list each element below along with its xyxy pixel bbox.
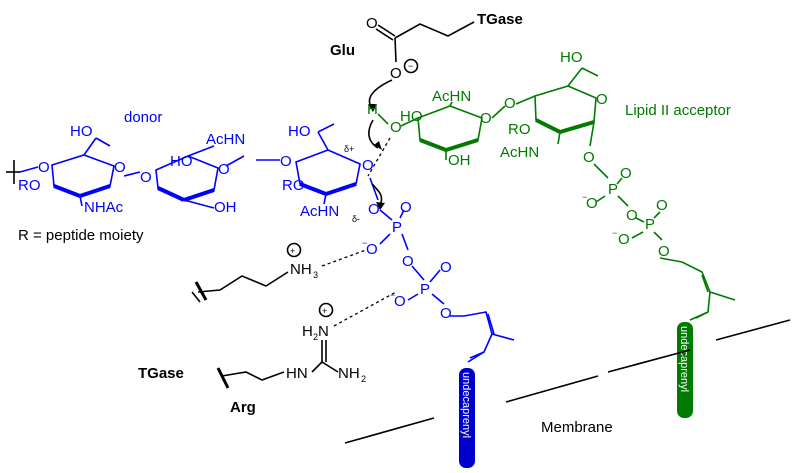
plus-charge-icon [286, 242, 302, 258]
arg-guanidinium: HN NH 2 H 2 N + TGase Arg [138, 291, 397, 416]
svg-text:+: + [322, 306, 327, 316]
acceptor-oh-ring1: OH [448, 152, 471, 169]
donor-glycosidic-o1: O [140, 169, 152, 186]
acceptor-ho-ring2: HO [560, 49, 583, 66]
donor-ro-ringA: RO [18, 177, 41, 194]
acceptor-p1-o-neg: O [586, 195, 598, 212]
svg-text:3: 3 [313, 270, 318, 280]
donor-ho-ringA: HO [70, 123, 93, 140]
acceptor-achn-bottom: AcHN [500, 144, 539, 161]
membrane-label: Membrane [541, 419, 613, 436]
membrane: Membrane [344, 319, 791, 444]
donor-ringC-o: O [362, 157, 374, 174]
plus-charge-icon [318, 302, 334, 318]
svg-text:+: + [290, 246, 295, 256]
acceptor-bridge-o: O [626, 207, 638, 224]
acceptor-achn-top: AcHN [432, 88, 471, 105]
glu-carbonyl-o: O [366, 15, 378, 32]
acceptor-prenyl-o: O [658, 243, 670, 260]
svg-text:−: − [362, 238, 367, 248]
donor-o-left: O [38, 159, 50, 176]
donor-bridge-o: O [402, 253, 414, 270]
donor-glycan: donor O O HO RO NHAc O O HO AcHN OH O [6, 109, 515, 363]
hydroxyl-h: H [367, 101, 378, 118]
lipid-ii-acceptor-label: Lipid II acceptor [625, 102, 731, 119]
glu-carboxylate: O O − TGase Glu [330, 11, 523, 112]
svg-text:−: − [390, 290, 395, 300]
ring1-oxygen: O [480, 110, 492, 127]
arg-hn: HN [286, 365, 308, 382]
svg-text:−: − [612, 228, 617, 238]
donor-ho-ringB: HO [170, 153, 193, 170]
acceptor-p1-oxo: O [620, 165, 632, 182]
delta-minus: δ- [352, 214, 360, 224]
tgase-label-bottom: TGase [138, 365, 184, 382]
acceptor-glycosidic-o: O [504, 95, 516, 112]
donor-p1: P [392, 219, 402, 236]
arg-nh2: NH [338, 365, 360, 382]
donor-p1-o-neg: O [366, 241, 378, 258]
minus-charge-icon [403, 58, 419, 74]
svg-text:−: − [582, 192, 587, 202]
donor-glycosidic-o2: O [280, 153, 292, 170]
donor-prenyl-o: O [440, 305, 452, 322]
svg-text:2: 2 [361, 374, 366, 384]
donor-nhac: NHAc [84, 199, 124, 216]
glu-label: Glu [330, 42, 355, 59]
acceptor-p2: P [645, 216, 655, 233]
ammonium-nh3: NH [290, 261, 312, 278]
arg-n: N [318, 323, 329, 340]
arg-h2n: H [302, 323, 313, 340]
donor-p2-o-neg: O [394, 293, 406, 310]
donor-ringB-o: O [218, 161, 230, 178]
acceptor-ho-ring1: HO [400, 108, 423, 125]
acceptor-p2-oxo: O [656, 197, 668, 214]
donor-anomeric-o: O [368, 201, 380, 218]
donor-achn: AcHN [206, 131, 245, 148]
donor-achn-ringC: AcHN [300, 203, 339, 220]
ring2-oxygen: O [596, 91, 608, 108]
donor-ro-ringC: RO [282, 177, 305, 194]
donor-p2: P [420, 281, 430, 298]
curved-arrow-icon [368, 119, 379, 149]
arg-label: Arg [230, 399, 256, 416]
donor-p2-oxo: O [440, 259, 452, 276]
lipid-ii-acceptor: Lipid II acceptor O O AcHN HO OH O O HO … [390, 49, 736, 321]
ammonium-residue: + NH 3 [191, 242, 367, 303]
undecaprenyl-tail-green: undecaprenyl [677, 322, 693, 418]
r-definition: R = peptide moiety [18, 227, 144, 244]
minus-sign: − [408, 61, 413, 71]
undecaprenyl-tail-blue: undecaprenyl [459, 368, 475, 468]
acceptor-p2-o-neg: O [618, 231, 630, 248]
acceptor-o4: O [390, 119, 402, 136]
acceptor-anomeric-o: O [583, 149, 595, 166]
undecaprenyl-label-blue: undecaprenyl [460, 372, 472, 438]
donor-ho-ringC: HO [288, 123, 311, 140]
donor-label: donor [124, 109, 162, 126]
glu-carboxylate-o: O [390, 65, 402, 82]
tgase-label-top: TGase [477, 11, 523, 28]
donor-p1-oxo: O [400, 199, 412, 216]
acceptor-p1: P [608, 181, 618, 198]
donor-oh-ringB: OH [214, 199, 237, 216]
undecaprenyl-label-green: undecaprenyl [678, 326, 690, 392]
donor-ringA-o: O [114, 159, 126, 176]
svg-text:2: 2 [313, 332, 318, 342]
delta-plus: δ+ [344, 144, 354, 154]
acceptor-ro: RO [508, 121, 531, 138]
